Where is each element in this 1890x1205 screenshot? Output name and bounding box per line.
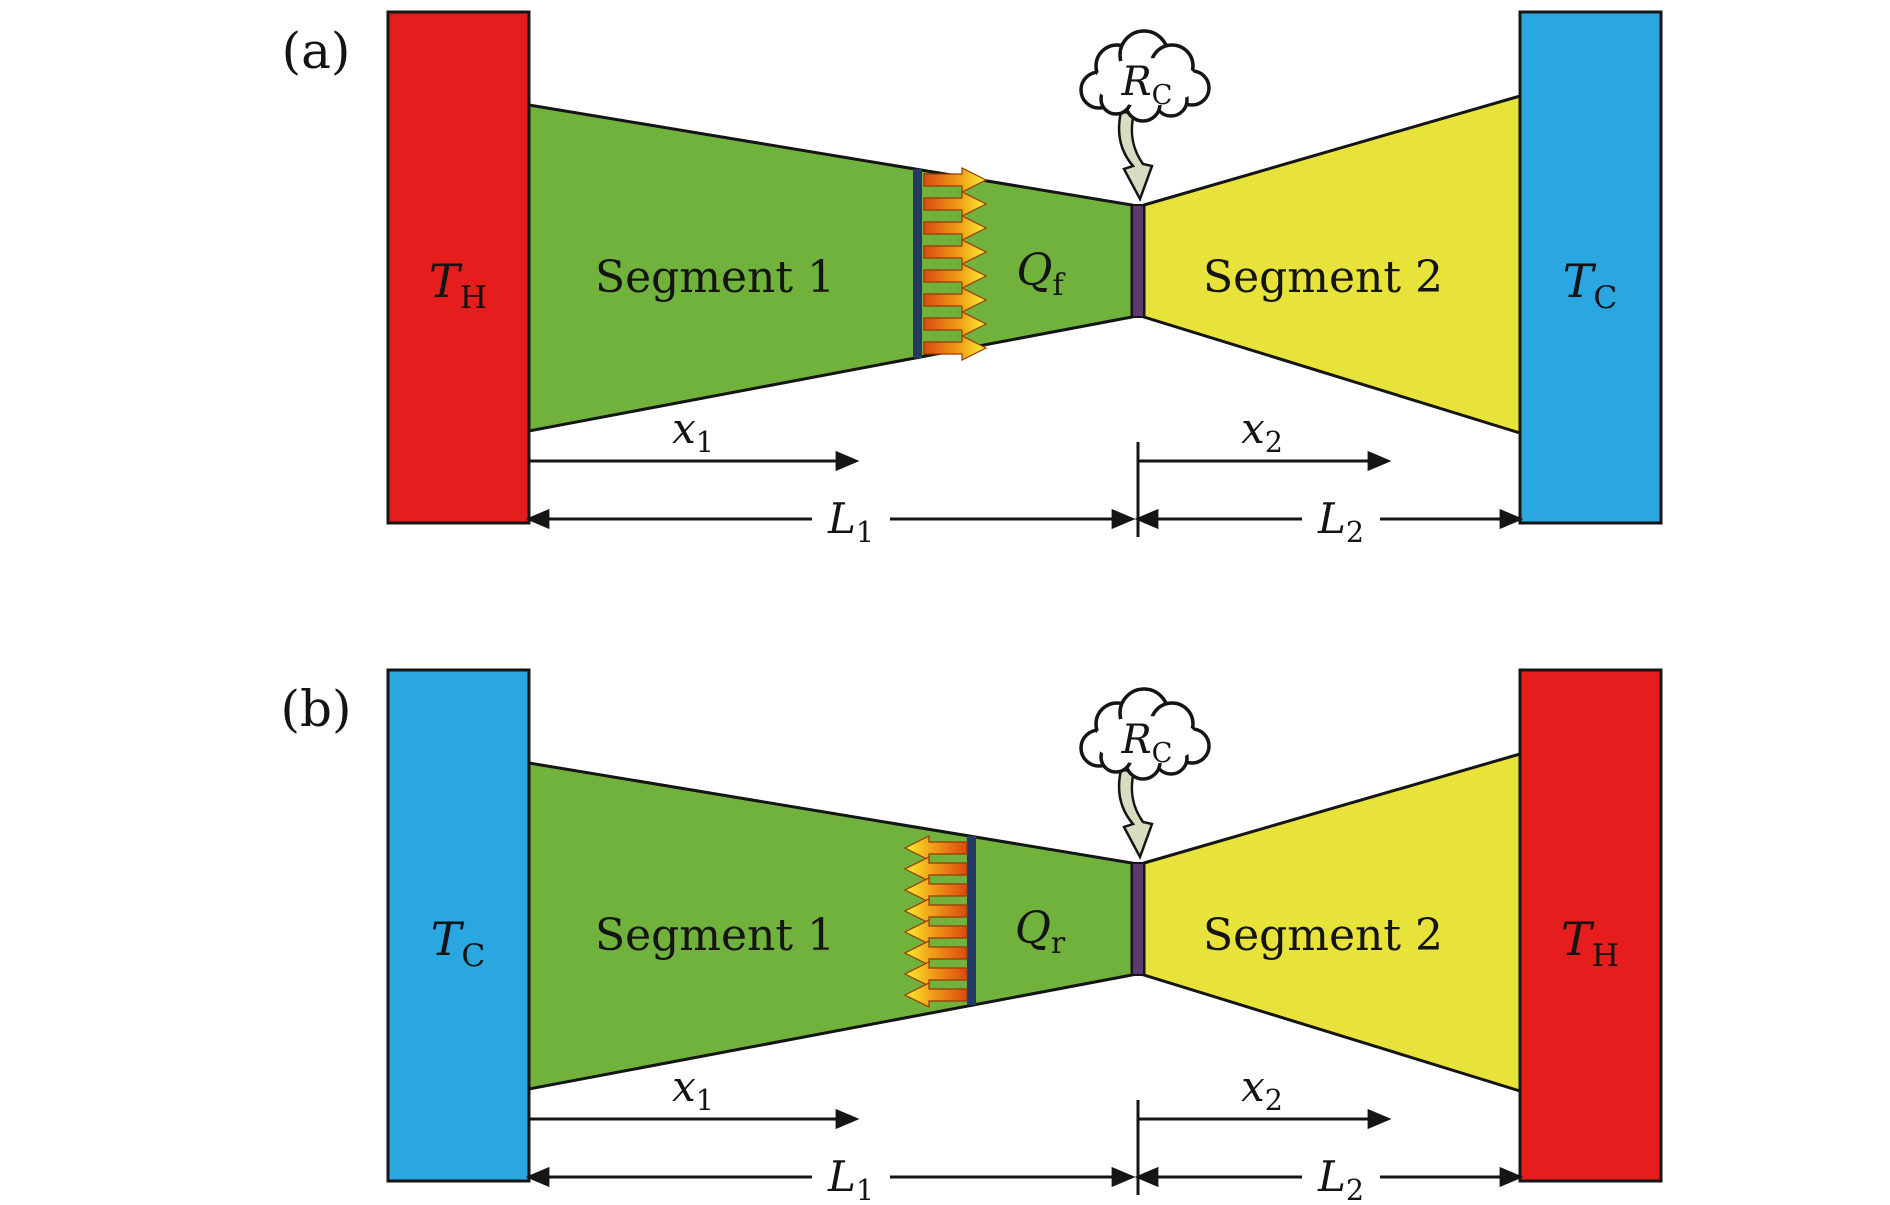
panel-b-L1-label-bg [812,1155,890,1199]
panel-b-junction-strip [1131,862,1145,976]
panel-b: (b) TC TH Segment 1 Segment 2 Qr [280,668,1663,1205]
panel-a-tag: (a) [282,22,351,80]
panel-a-x1-label: x1 [672,404,714,459]
panel-a-right-reservoir-label: TC [1563,254,1618,316]
panel-a-heat-flux-bar [913,169,922,358]
panel-b-contact-resistance-label: RC [1121,717,1173,769]
panel-b-contact-cloud: RC [1079,687,1211,781]
cloud-body [1094,58,1198,106]
panel-b-L1-label: L1 [827,1152,874,1205]
cloud-body [1094,716,1198,764]
panel-a-right-reservoir [1518,10,1663,525]
panel-a-L2-label-bg [1302,497,1380,541]
panel-a-x2-label: x2 [1241,404,1283,459]
panel-b-heat-flux-label: Qr [1015,903,1066,961]
panel-b-contact-pointer-arrow [1117,768,1154,861]
panel-b-x1-label: x1 [672,1062,714,1117]
panel-a-contact-resistance-label: RC [1121,59,1173,111]
panel-a-L2-label: L2 [1317,494,1364,549]
panel-a: (a) TH TC Segment 1 Segment 2 Qf [282,10,1663,549]
panel-b-L2-label: L2 [1317,1152,1364,1205]
panel-b-segment1-label: Segment 1 [595,910,835,961]
panel-a-contact-pointer-arrow [1117,110,1154,203]
panel-a-left-reservoir-label: TH [429,254,487,316]
panel-a-contact-cloud: RC [1079,29,1211,123]
panel-b-tag: (b) [280,680,351,738]
panel-a-heat-flux-label: Qf [1016,245,1065,303]
panel-b-L2-label-bg [1302,1155,1380,1199]
panel-b-x2-label: x2 [1241,1062,1283,1117]
panel-a-segment1-label: Segment 1 [595,252,835,303]
panel-b-segment2-label: Segment 2 [1203,910,1443,961]
panel-b-right-reservoir-label: TH [1561,912,1619,974]
panel-a-junction-strip [1131,204,1145,318]
panel-b-left-reservoir [386,668,531,1183]
panel-b-heat-flux-bar [967,836,976,1005]
panel-a-left-reservoir [386,10,531,525]
panel-b-right-reservoir [1518,668,1663,1183]
panel-a-L1-label-bg [812,497,890,541]
panel-a-segment2-label: Segment 2 [1203,252,1443,303]
panel-b-left-reservoir-label: TC [431,912,486,974]
panel-a-L1-label: L1 [827,494,874,549]
